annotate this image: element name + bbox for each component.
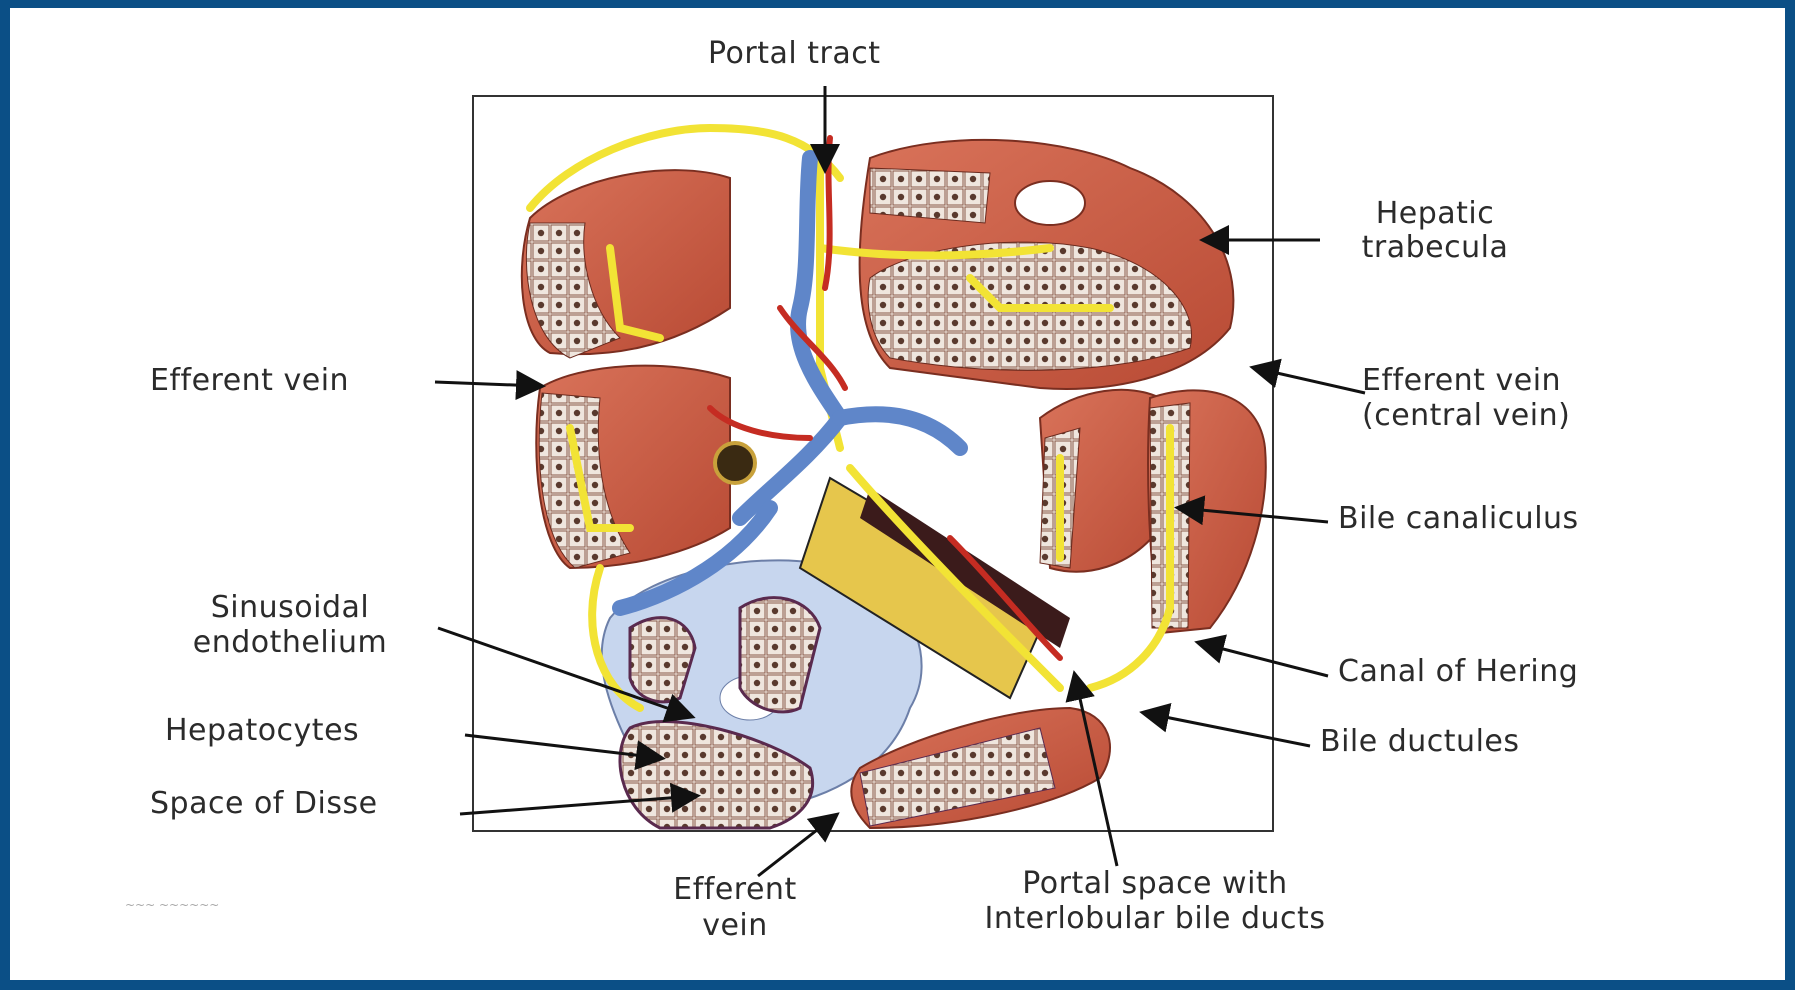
label-hepatic-trabecula-1: Hepatic xyxy=(1355,196,1515,232)
label-portal-space-1: Portal space with xyxy=(960,866,1350,902)
portal-vessel-cross-section xyxy=(715,443,755,483)
label-canal-of-hering: Canal of Hering xyxy=(1338,654,1578,690)
label-bile-ductules: Bile ductules xyxy=(1320,724,1520,760)
label-efferent-vein-central-2: (central vein) xyxy=(1362,398,1570,434)
artist-signature: ~~~ ~~~~~~ xyxy=(125,898,219,912)
slide-canvas: Portal tract Hepatic trabecula Efferent … xyxy=(10,8,1785,980)
label-efferent-vein-central-1: Efferent vein xyxy=(1362,363,1561,399)
label-efferent-vein-bottom-2: vein xyxy=(640,908,830,944)
label-bile-canaliculus: Bile canaliculus xyxy=(1338,501,1579,537)
label-efferent-vein-bottom-1: Efferent xyxy=(640,872,830,908)
label-efferent-vein-left: Efferent vein xyxy=(150,363,349,399)
label-portal-space-2: Interlobular bile ducts xyxy=(960,901,1350,937)
label-sinusoidal-1: Sinusoidal xyxy=(160,590,420,626)
label-hepatocytes: Hepatocytes xyxy=(165,713,359,749)
label-hepatic-trabecula-2: trabecula xyxy=(1345,230,1525,266)
label-portal-tract: Portal tract xyxy=(708,36,880,72)
liver-lobule-diagram xyxy=(10,8,1785,980)
label-space-of-disse: Space of Disse xyxy=(150,786,378,822)
label-sinusoidal-2: endothelium xyxy=(160,625,420,661)
